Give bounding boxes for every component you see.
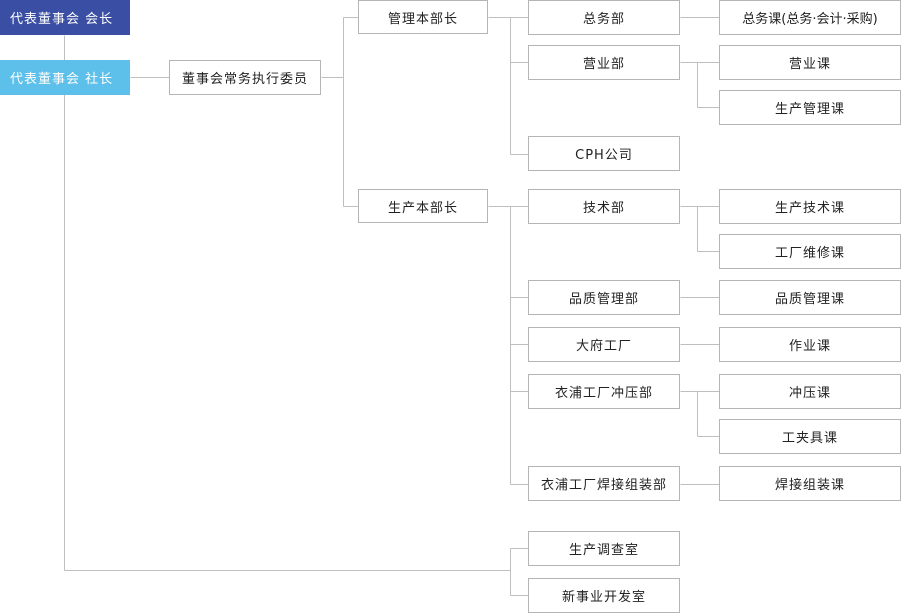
factory-maintenance-section-box: 工厂维修课 — [719, 234, 901, 269]
cph-company-box: CPH公司 — [528, 136, 680, 171]
quality-dept-box: 品质管理部 — [528, 280, 680, 315]
weld-section-box: 焊接组装课 — [719, 466, 901, 501]
general-affairs-section-box: 总务课(总务·会计·采购) — [719, 0, 901, 35]
chairman-box: 代表董事会 会长 — [0, 0, 130, 35]
production-head-box: 生产本部长 — [358, 189, 488, 223]
technology-dept-box: 技术部 — [528, 189, 680, 224]
new-business-office-box: 新事业开发室 — [528, 578, 680, 613]
nobo-weld-dept-box: 衣浦工厂焊接组装部 — [528, 466, 680, 501]
production-research-office-box: 生产调查室 — [528, 531, 680, 566]
exec-committee-box: 董事会常务执行委员 — [169, 60, 321, 95]
production-tech-section-box: 生产技术课 — [719, 189, 901, 224]
work-section-box: 作业课 — [719, 327, 901, 362]
quality-section-box: 品质管理课 — [719, 280, 901, 315]
sales-dept-box: 营业部 — [528, 45, 680, 80]
president-box: 代表董事会 社长 — [0, 60, 130, 95]
jig-section-box: 工夹具课 — [719, 419, 901, 454]
general-affairs-dept-box: 总务部 — [528, 0, 680, 35]
sales-section-box: 营业课 — [719, 45, 901, 80]
nobo-press-dept-box: 衣浦工厂冲压部 — [528, 374, 680, 409]
admin-head-box: 管理本部长 — [358, 0, 488, 34]
production-mgmt-section-box: 生产管理课 — [719, 90, 901, 125]
ofu-factory-box: 大府工厂 — [528, 327, 680, 362]
press-section-box: 冲压课 — [719, 374, 901, 409]
